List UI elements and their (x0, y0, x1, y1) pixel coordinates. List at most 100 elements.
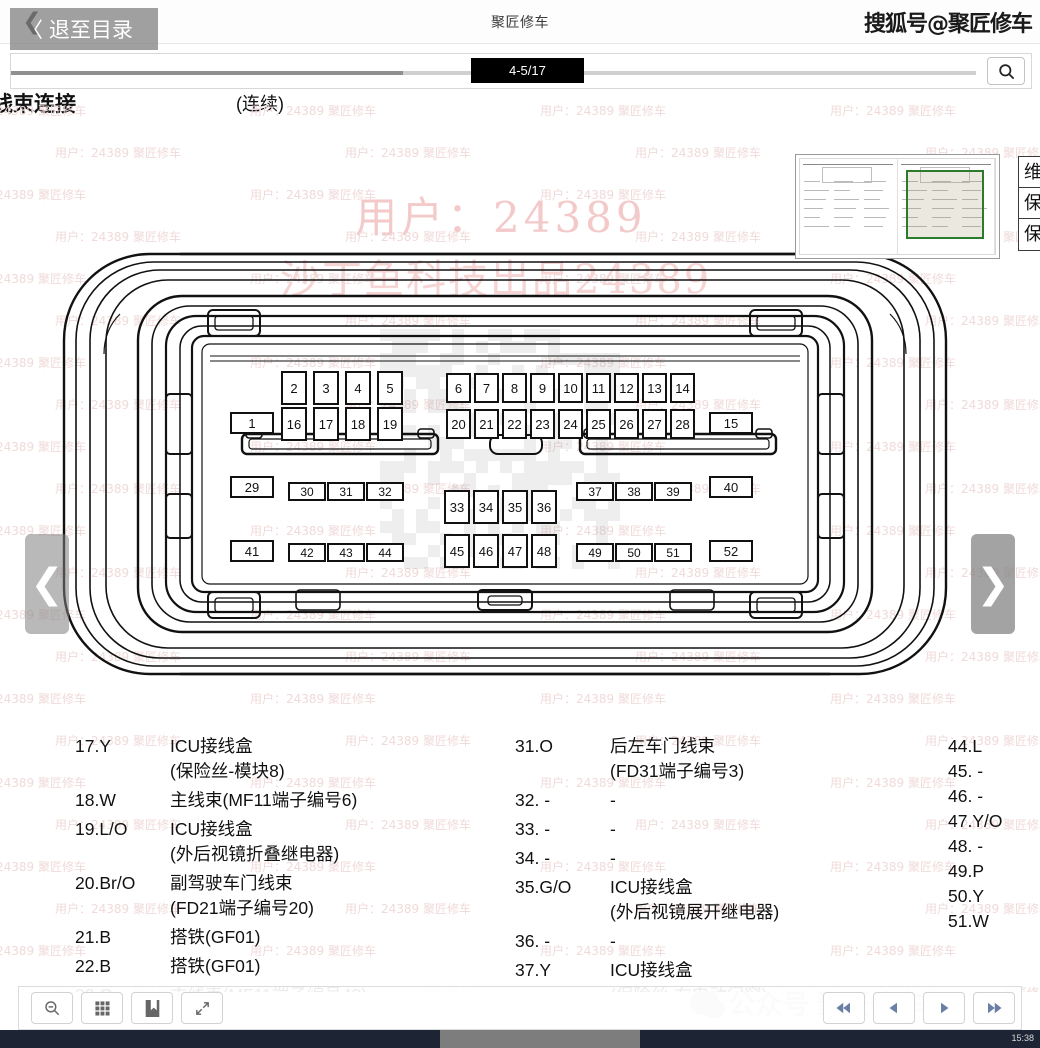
thumbnail-line (931, 199, 957, 200)
thumbnail-line (931, 190, 948, 191)
system-clock: 15:38 (1011, 1033, 1034, 1043)
thumbnail-line (961, 199, 978, 200)
pin-48: 48 (531, 534, 557, 568)
thumbnail-line (931, 226, 948, 227)
thumbnail-line (931, 181, 951, 182)
document-heading: 线束连接 (连续) (0, 88, 1040, 118)
thumbnail-line (834, 217, 853, 218)
pin-12: 12 (614, 373, 639, 403)
legend-pin-id: 22.B (75, 956, 111, 976)
app-title: 聚匠修车 (491, 14, 549, 30)
last-page-icon[interactable] (973, 992, 1015, 1024)
toolbar-right-group (815, 992, 1015, 1024)
legend-pin-id: 44.L (948, 736, 983, 756)
watermark-tile: 用户：24389 聚匠修车 (250, 188, 376, 202)
legend-description: - (610, 931, 616, 951)
watermark-tile: 用户：24389 聚匠修车 (635, 146, 761, 160)
pin-4: 4 (345, 371, 371, 405)
pin-38: 38 (615, 482, 653, 501)
legend-description: ICU接线盒(保险丝-模块8) (170, 736, 285, 781)
thumbnail-figure (822, 167, 872, 183)
legend-pin-id: 17.Y (75, 736, 111, 756)
legend-pin-id: 18.W (75, 790, 116, 810)
zoom-out-icon[interactable] (31, 992, 73, 1024)
thumbnail-line (901, 226, 927, 227)
back-to-contents-button[interactable]: 〈 退至目录 (10, 8, 158, 50)
thumbnail-viewport-box[interactable] (906, 170, 984, 239)
next-page-icon[interactable] (923, 992, 965, 1024)
bookmark-icon[interactable] (131, 992, 173, 1024)
search-icon[interactable] (987, 57, 1025, 85)
pin-28: 28 (670, 409, 695, 439)
thumbnail-page-left[interactable] (800, 159, 898, 254)
thumbnail-line (931, 217, 951, 218)
toolbar-left-group (23, 992, 223, 1024)
legend-description: - (610, 848, 616, 868)
right-tab-0[interactable]: 维 (1019, 157, 1040, 188)
thumbnail-line (901, 199, 924, 200)
pin-20: 20 (446, 409, 471, 439)
next-page-arrow[interactable]: ❯ (971, 534, 1015, 634)
thumbnail-line (961, 190, 981, 191)
previous-page-arrow[interactable]: ❮ (25, 534, 69, 634)
legend-description: ICU接线盒(外后视镜折叠继电器) (170, 819, 340, 864)
legend-pin-id: 50.Y (948, 886, 984, 906)
legend-column-1: 17.Y ICU接线盒(保险丝-模块8) 18.W 主线束(MF11端子编号6) 19.… (75, 734, 505, 992)
bottom-toolbar (18, 986, 1022, 1030)
thumbnail-line (834, 190, 850, 191)
pin-35: 35 (502, 490, 528, 524)
pin-32: 32 (366, 482, 404, 501)
legend-pin-id: 35.G/O (515, 877, 572, 897)
pin-30: 30 (288, 482, 326, 501)
legend-row: 18.W 主线束(MF11端子编号6) (75, 788, 505, 813)
pin-16: 16 (281, 407, 307, 441)
system-bar-segment (440, 1030, 640, 1048)
right-side-tabs[interactable]: 维保保 (1018, 156, 1040, 251)
thumbnail-line (804, 217, 820, 218)
legend-description: 搭铁(GF01) (170, 927, 261, 947)
pin-19: 19 (377, 407, 403, 441)
page-indicator: 4-5/17 (471, 58, 584, 83)
thumbnail-line (834, 181, 853, 182)
thumbnail-line (864, 181, 886, 182)
thumbnail-line (804, 208, 823, 209)
previous-page-icon[interactable] (873, 992, 915, 1024)
thumbnail-line (804, 226, 829, 227)
legend-description: - (610, 819, 616, 839)
thumbnail-line (901, 190, 927, 191)
legend-description: 主线束(MF11端子编号6) (170, 790, 358, 810)
document-viewer[interactable]: 线束连接 (连续) 用户：24389 沙丁鱼科技出品24389 用户：24389… (0, 44, 1040, 992)
legend-description: 副驾驶车门线束(FD21端子编号20) (170, 873, 314, 918)
legend-row: 33. -- (515, 817, 945, 842)
right-tab-1[interactable]: 保 (1019, 188, 1040, 219)
pin-29: 29 (230, 476, 274, 498)
thumbnail-line (834, 208, 856, 209)
pin-10: 10 (558, 373, 583, 403)
legend-pin-id: 31.O (515, 736, 553, 756)
legend-pin-id: 21.B (75, 927, 111, 947)
page-progress-bar[interactable]: 4-5/17 (10, 53, 1032, 89)
thumbnail-line (961, 181, 984, 182)
thumbnail-page-right[interactable] (898, 159, 995, 254)
watermark-tile: 用户：24389 聚匠修车 (540, 188, 666, 202)
first-page-icon[interactable] (823, 992, 865, 1024)
grid-view-icon[interactable] (81, 992, 123, 1024)
pin-43: 43 (327, 543, 365, 562)
right-tab-2[interactable]: 保 (1024, 224, 1040, 244)
thumbnail-line (864, 190, 883, 191)
thumbnail-figure (919, 167, 970, 183)
thumbnail-line (864, 226, 883, 227)
document-heading-right: (连续) (236, 94, 284, 114)
pin-47: 47 (502, 534, 528, 568)
pin-39: 39 (654, 482, 692, 501)
pin-3: 3 (313, 371, 339, 405)
pin-11: 11 (586, 373, 611, 403)
thumbnail-navigator[interactable] (795, 154, 1000, 259)
legend-row: 34. -- (515, 846, 945, 871)
fullscreen-icon[interactable] (181, 992, 223, 1024)
pin-24: 24 (558, 409, 583, 439)
